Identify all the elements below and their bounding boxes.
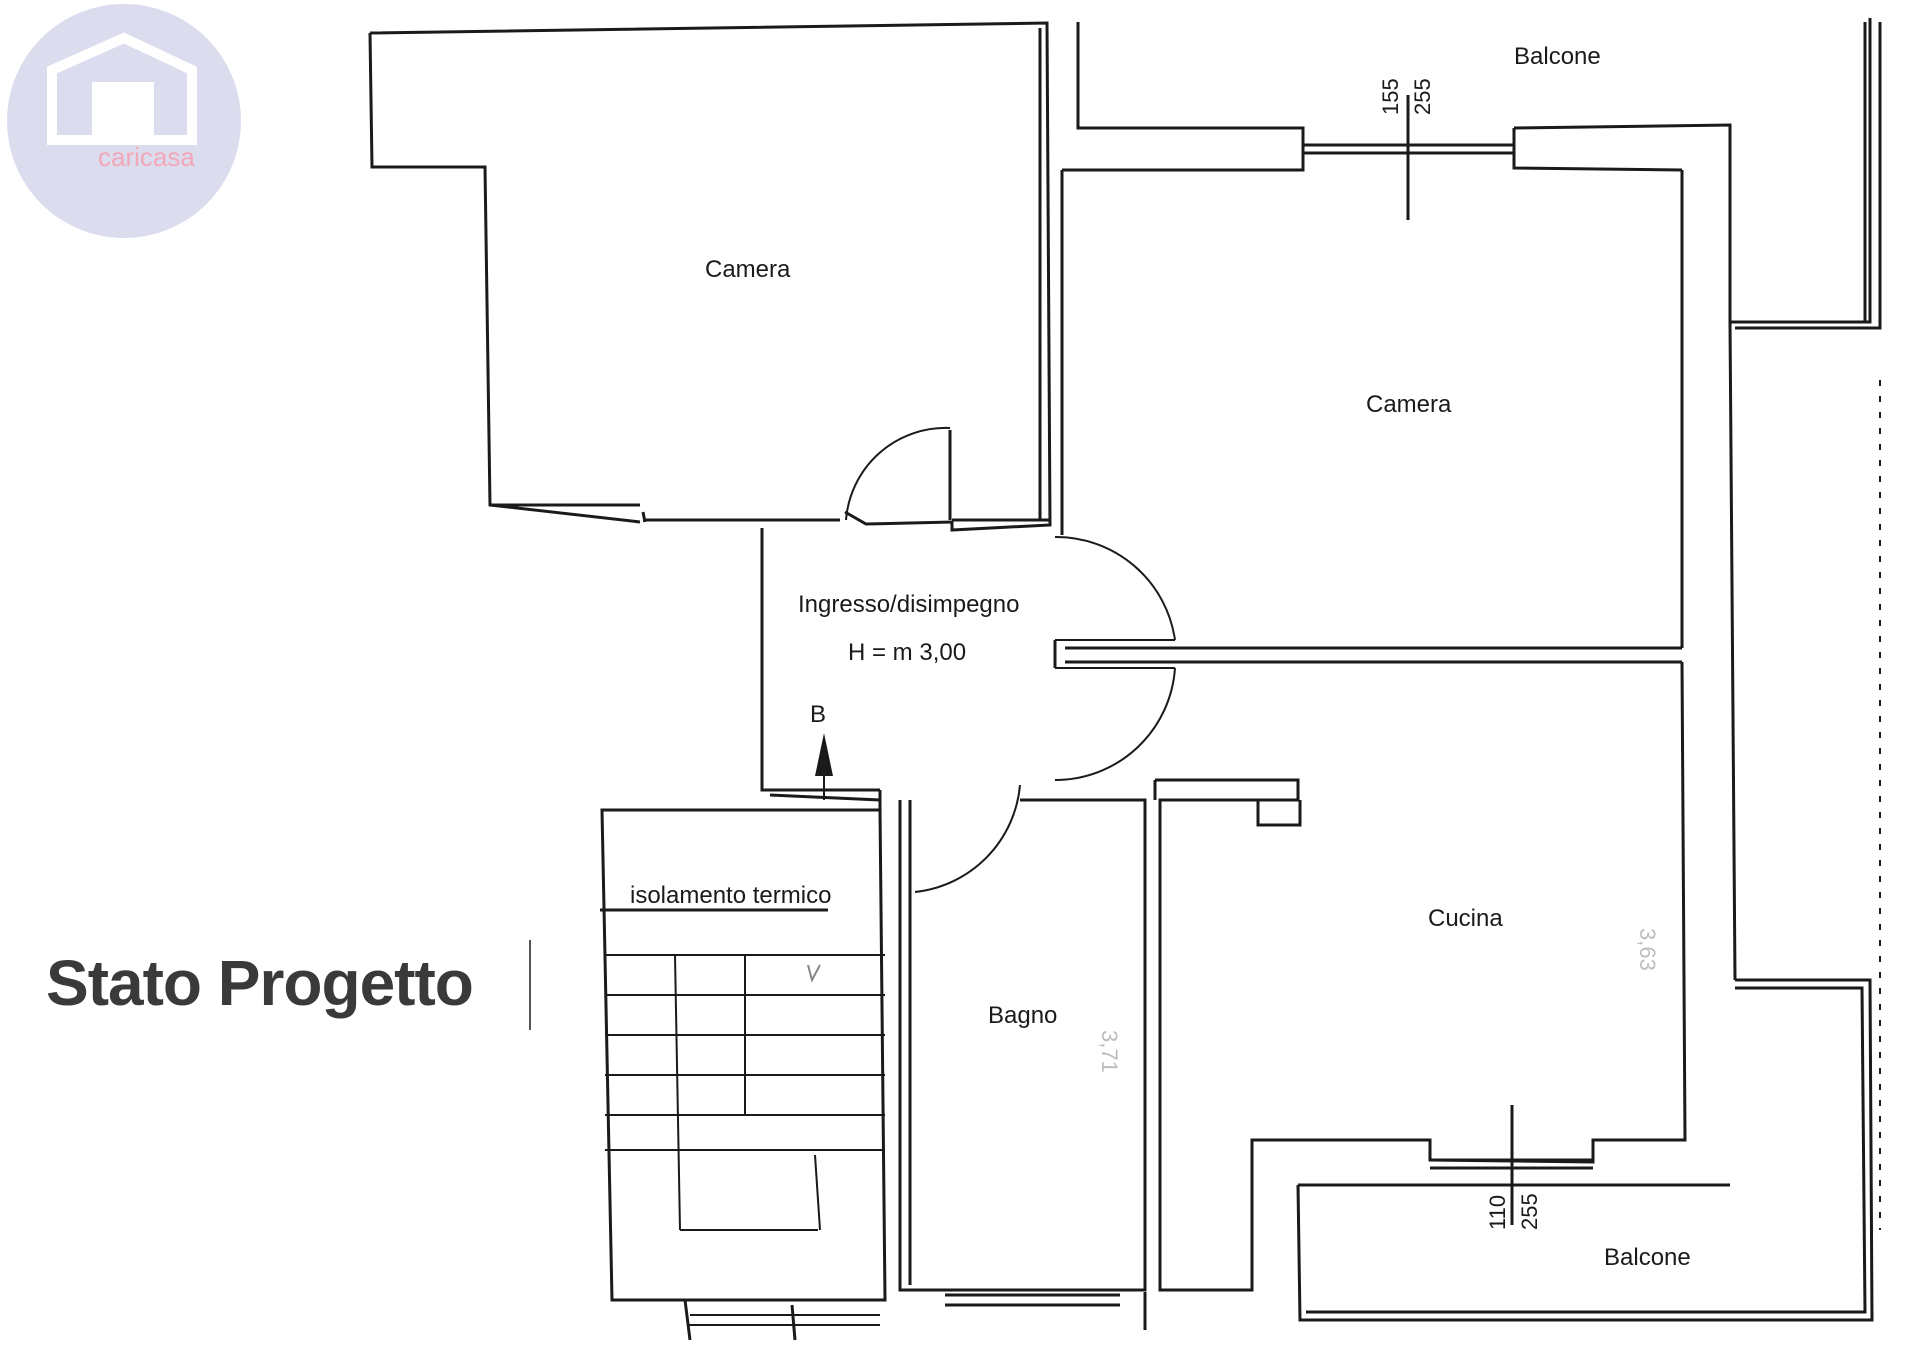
walls <box>368 18 1882 1341</box>
caricasa-logo: caricasa <box>7 4 241 238</box>
arrow-up-icon <box>815 733 833 776</box>
room-label-cucina: Cucina <box>1428 905 1503 932</box>
isolamento-label: isolamento termico <box>630 882 831 909</box>
room-label-bagno: Bagno <box>988 1002 1057 1029</box>
dim-cucina-height: 3,63 <box>1635 928 1660 971</box>
room-label-camera-left: Camera <box>705 256 791 283</box>
dim-bagno-height: 3,71 <box>1097 1030 1122 1073</box>
house-door-icon <box>92 82 154 138</box>
room-label-ingresso-height: H = m 3,00 <box>848 639 966 666</box>
logo-text: caricasa <box>98 142 195 172</box>
page-title: Stato Progetto <box>46 947 473 1019</box>
room-label-balcone-bottom: Balcone <box>1604 1244 1691 1271</box>
dim-top-window-b: 255 <box>1410 78 1435 115</box>
section-marker: B <box>810 701 826 728</box>
house-icon <box>47 32 197 145</box>
room-label-ingresso: Ingresso/disimpegno <box>798 591 1019 618</box>
dim-bottom-window-b: 255 <box>1517 1193 1542 1230</box>
room-label-balcone-top: Balcone <box>1514 43 1601 70</box>
dim-bottom-window-a: 110 <box>1485 1195 1510 1230</box>
room-label-camera-right: Camera <box>1366 391 1452 418</box>
dim-top-window-a: 155 <box>1378 78 1403 115</box>
section-arrow: B <box>807 701 833 983</box>
